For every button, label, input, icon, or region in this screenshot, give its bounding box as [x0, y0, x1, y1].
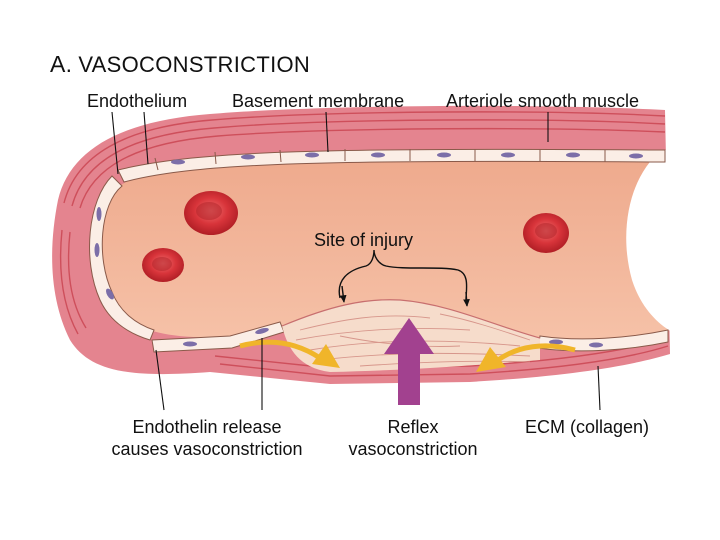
endothelin-arrow-left	[239, 339, 340, 368]
label-ecm: ECM (collagen)	[525, 417, 650, 437]
reflex-arrow	[384, 318, 434, 405]
label-endothelin-line1: Endothelin release	[132, 417, 282, 437]
label-reflex-line2: vasoconstriction	[348, 439, 478, 459]
red-blood-cell	[184, 191, 238, 235]
label-endothelin-line2: causes vasoconstriction	[111, 439, 303, 459]
red-blood-cell	[142, 248, 184, 282]
endothelium-top	[117, 148, 666, 183]
injury-bracket	[338, 249, 468, 301]
label-site-of-injury: Site of injury	[314, 230, 414, 250]
vessel-opening	[626, 150, 720, 332]
label-smooth-muscle: Arteriole smooth muscle	[446, 91, 640, 111]
label-basement-membrane: Basement membrane	[232, 91, 405, 111]
label-reflex: Reflex vasoconstriction	[338, 416, 488, 460]
label-endothelium: Endothelium	[87, 91, 188, 111]
label-endothelin: Endothelin release causes vasoconstricti…	[96, 416, 318, 460]
title-text: VASOCONSTRICTION	[78, 52, 311, 77]
endothelin-arrow-right	[476, 343, 576, 372]
panel-letter: A.	[50, 51, 73, 77]
label-reflex-line1: Reflex	[387, 417, 439, 437]
leader-lines	[111, 111, 601, 411]
endothelium-left	[89, 175, 155, 341]
red-blood-cell	[523, 213, 569, 253]
figure-title: A.VASOCONSTRICTION	[50, 51, 310, 78]
lumen	[94, 151, 671, 344]
